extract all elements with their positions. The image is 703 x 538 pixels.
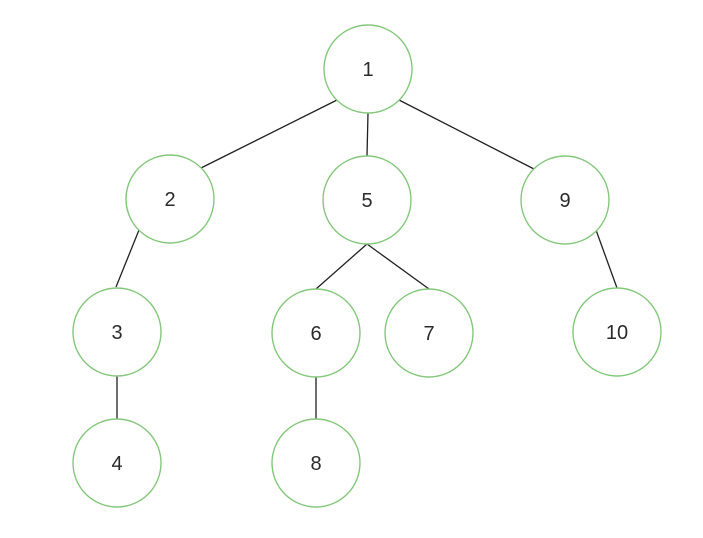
tree-node-1: 1 [323,24,413,114]
tree-node-8: 8 [271,418,361,508]
tree-node-circle-3 [72,287,162,377]
tree-node-label-1: 1 [362,59,373,81]
tree-node-label-8: 8 [310,453,321,475]
tree-node-5: 5 [322,155,412,245]
tree-node-label-2: 2 [164,189,175,211]
tree-node-label-3: 3 [111,322,122,344]
tree-edge-5-6 [315,243,368,290]
tree-node-2: 2 [125,154,215,244]
tree-node-circle-2 [125,154,215,244]
tree-node-label-5: 5 [361,190,372,212]
tree-node-circle-4 [72,418,162,508]
tree-edge-2-3 [115,229,140,288]
tree-nodes-layer: 1 2 5 9 3 6 7 10 4 8 [72,24,662,508]
tree-node-circle-8 [271,418,361,508]
tree-node-4: 4 [72,418,162,508]
tree-edge-5-7 [366,243,430,290]
tree-edge-1-9 [398,99,535,170]
tree-node-label-10: 10 [606,322,628,344]
tree-node-circle-9 [520,155,610,245]
tree-node-10: 10 [572,287,662,377]
tree-node-6: 6 [271,288,361,378]
tree-node-circle-1 [323,24,413,114]
tree-node-label-4: 4 [111,453,122,475]
tree-node-label-6: 6 [310,323,321,345]
tree-node-3: 3 [72,287,162,377]
tree-node-circle-7 [384,288,474,378]
tree-edges-layer [115,99,618,419]
tree-edge-1-5 [366,112,369,157]
tree-edge-9-10 [595,229,618,289]
tree-node-9: 9 [520,155,610,245]
tree-node-7: 7 [384,288,474,378]
tree-edge-1-2 [200,99,338,169]
tree-node-circle-10 [572,287,662,377]
tree-node-label-9: 9 [559,190,570,212]
tree-node-label-7: 7 [423,323,434,345]
tree-node-circle-5 [322,155,412,245]
tree-node-circle-6 [271,288,361,378]
